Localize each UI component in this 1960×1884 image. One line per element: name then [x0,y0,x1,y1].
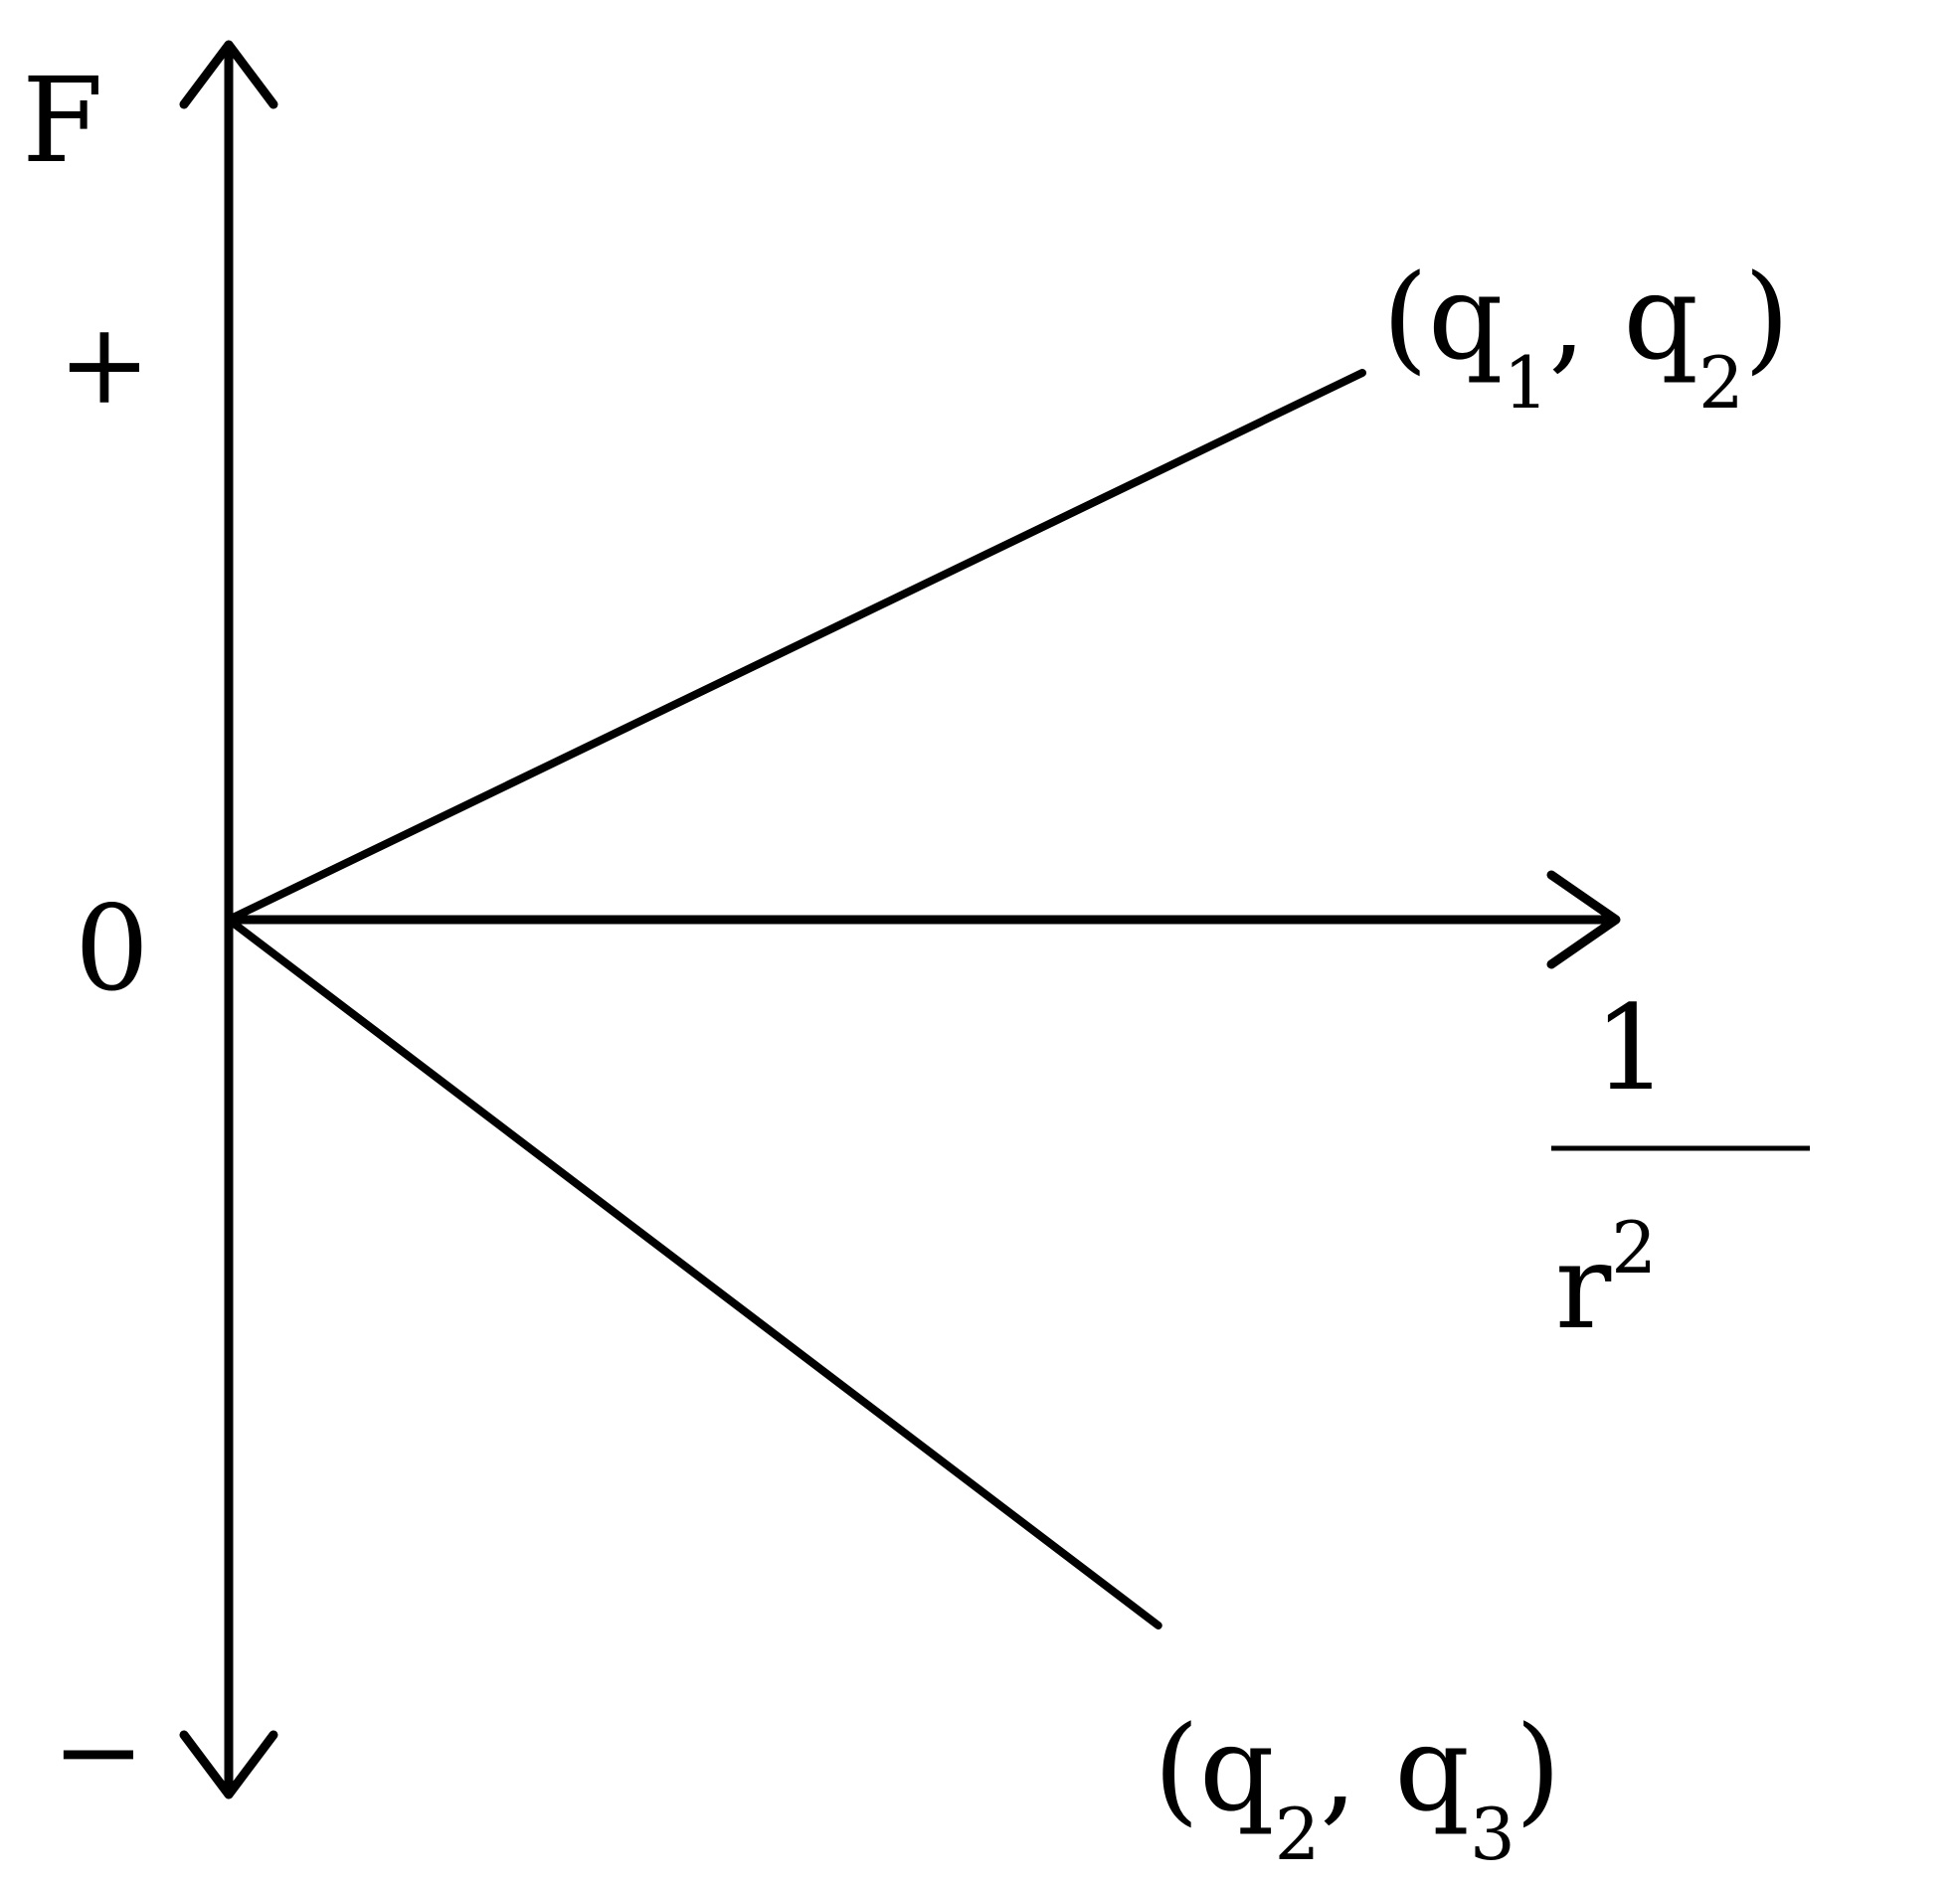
series-line-q2-q3 [225,916,1162,1629]
y-tick-negative: − [52,1687,145,1816]
x-axis-arrow [1546,870,1621,969]
y-axis-arrow-up [179,40,278,109]
series-lines [225,369,1366,1629]
x-label-denominator: r2 [1555,1206,1657,1355]
series-label-q1-q2: (q1, q2) [1382,249,1790,425]
y-tick-positive: + [58,300,151,429]
y-tick-zero: 0 [75,880,149,1017]
y-axis-arrow-down [179,1730,278,1799]
series-label-q2-q3: (q2, q3) [1154,1700,1561,1876]
x-label-numerator: 1 [1593,979,1668,1116]
y-axis-label: F [22,52,103,189]
x-axis-label: 1 r2 [1551,979,1810,1355]
series-line-q1-q2 [225,369,1366,924]
